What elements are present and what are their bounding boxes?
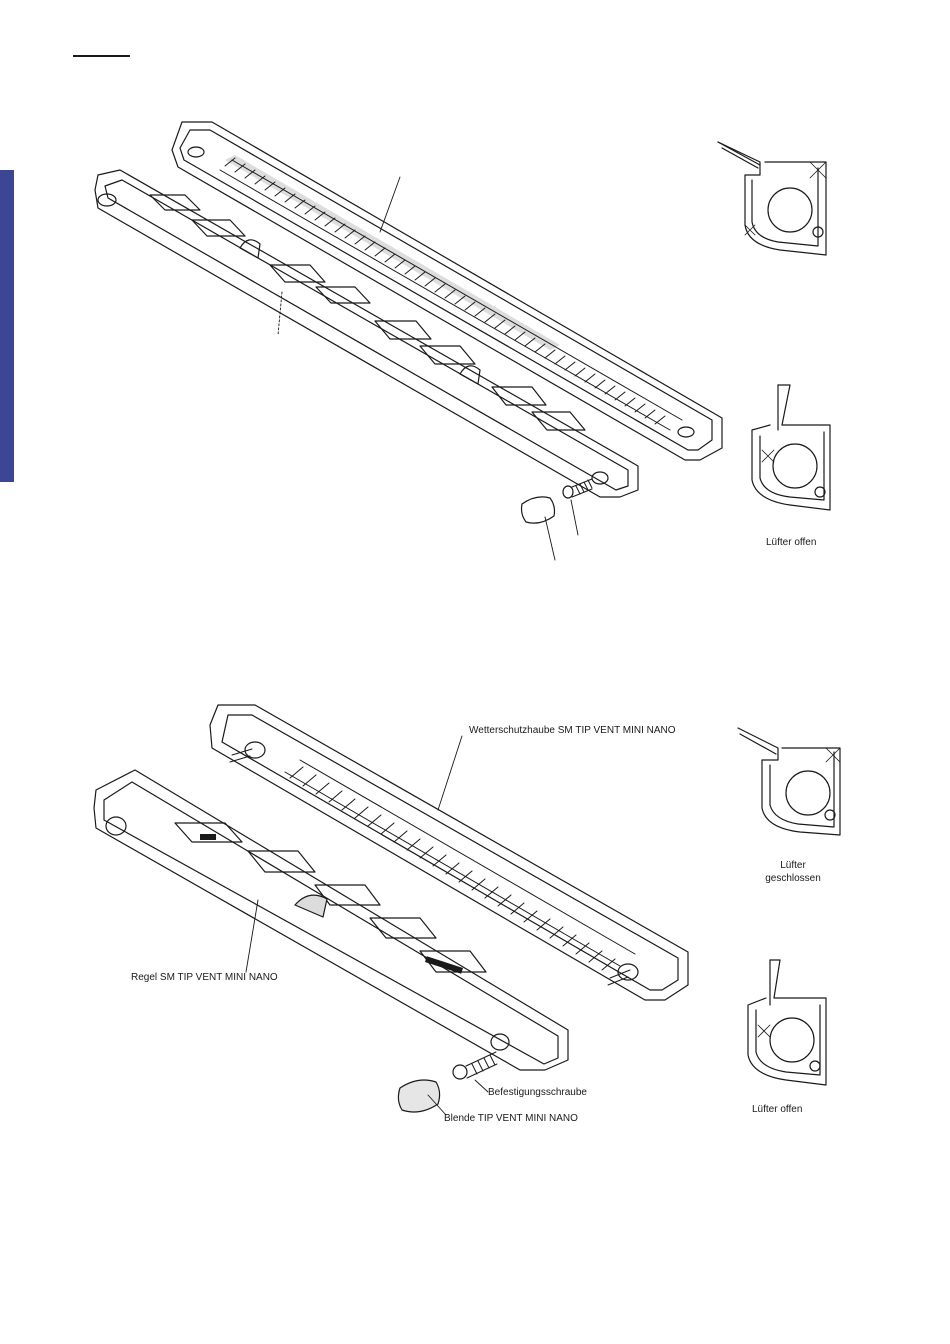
status-open-bottom: Lüfter offen	[752, 1104, 802, 1116]
top-section-open	[752, 385, 830, 510]
top-blende	[522, 497, 556, 560]
top-exploded-view	[95, 122, 722, 560]
bottom-exploded-view	[94, 705, 688, 1115]
bottom-hood-bar	[210, 705, 688, 1000]
bottom-regel-bar	[94, 770, 568, 1070]
top-screw	[563, 479, 592, 535]
bottom-section-closed	[738, 728, 840, 835]
top-regel-bar	[95, 170, 638, 497]
bottom-regel-windows	[175, 823, 486, 972]
bottom-section-open	[748, 960, 826, 1085]
status-closed-line2: geschlossen	[758, 873, 828, 885]
bottom-hood-grille	[285, 760, 635, 966]
top-regel-windows	[150, 195, 585, 430]
label-screw: Befestigungsschraube	[488, 1087, 587, 1099]
status-open-top: Lüfter offen	[766, 537, 816, 549]
label-regel: Regel SM TIP VENT MINI NANO	[131, 972, 278, 984]
bottom-blende	[398, 1080, 446, 1115]
top-hood-grille	[220, 160, 682, 430]
bottom-screw	[453, 1052, 497, 1092]
label-hood: Wetterschutzhaube SM TIP VENT MINI NANO	[469, 725, 676, 737]
top-section-closed	[718, 142, 826, 255]
status-closed-line1: Lüfter	[758, 860, 828, 872]
label-blende: Blende TIP VENT MINI NANO	[444, 1113, 578, 1125]
